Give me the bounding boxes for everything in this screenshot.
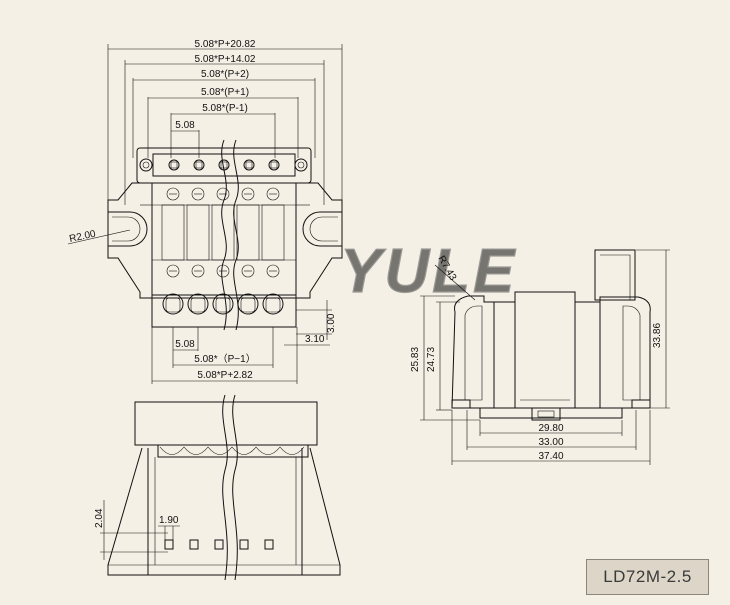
top-view-body: R2.00 [67,139,343,331]
dim-w-2980: 29.80 [538,423,563,434]
dim-bottom-p-minus-1: 5.08*（P−1） [194,353,255,365]
dim-h-2473: 24.73 [426,347,437,372]
watermark-logo: YULE [340,237,517,306]
dim-p-plus-1: 5.08*(P+1) [201,87,249,98]
dim-radius-top: R2.00 [68,229,97,245]
top-view-bottom-dimensions: 5.08 5.08*（P−1） 5.08*P+2.82 3.00 3.10 [151,300,337,384]
front-view-dimensions: 2.04 1.90 [94,500,180,560]
dim-pitch: 5.08 [175,120,195,131]
dim-flange: 5.08*P+14.02 [195,54,256,65]
dim-w-3740: 37.40 [538,451,563,462]
dim-h-3386: 33.86 [652,323,663,348]
dim-p-minus-1: 5.08*(P-1) [202,103,248,114]
dim-w-190: 1.90 [159,515,179,526]
dim-overall: 5.08*P+20.82 [195,39,256,50]
wire-entries [162,293,284,315]
front-view-body [107,394,341,581]
top-view-dimensions: 5.08*P+20.82 5.08*P+14.02 5.08*(P+2) 5.0… [107,39,343,205]
dim-bottom-pitch: 5.08 [175,339,195,350]
dim-bottom-total: 5.08*P+2.82 [197,370,253,381]
part-number-label: LD72M-2.5 [586,559,709,595]
dim-h-2583: 25.83 [410,347,421,372]
dim-h-204: 2.04 [94,508,105,528]
dim-offset-300: 3.00 [326,313,337,333]
side-view-dimensions: 25.83 24.73 33.86 29.80 33.00 37.40 [410,249,670,465]
terminal-cells [161,187,285,278]
front-pins [164,539,274,550]
dim-w-3300: 33.00 [538,437,563,448]
dim-offset-310: 3.10 [305,334,325,345]
dim-p-plus-2: 5.08*(P+2) [201,69,249,80]
